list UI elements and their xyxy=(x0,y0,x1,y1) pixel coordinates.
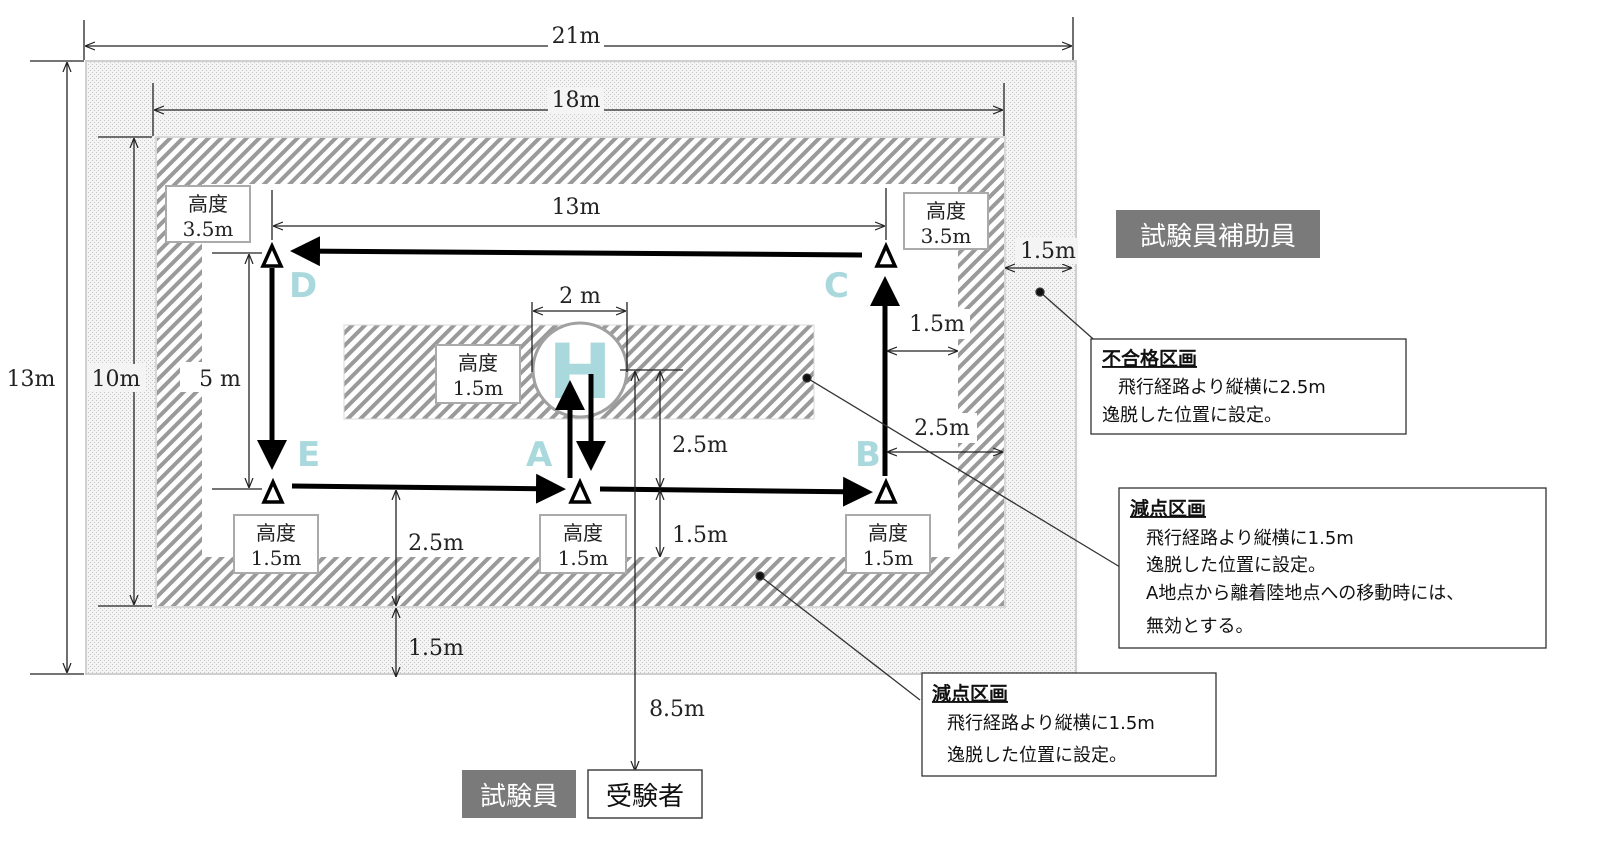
cone-e-icon xyxy=(261,477,285,504)
dim-inner-to-outer-bottom: 1.5m xyxy=(408,636,464,661)
svg-text:飛行経路より縦横に2.5m: 飛行経路より縦横に2.5m xyxy=(1118,377,1326,398)
svg-text:逸脱した位置に設定。: 逸脱した位置に設定。 xyxy=(1102,405,1282,426)
svg-text:高度: 高度 xyxy=(926,199,966,223)
svg-text:1.5m: 1.5m xyxy=(863,546,914,570)
flight-path xyxy=(257,236,900,507)
examinee-label: 受験者 xyxy=(587,769,703,819)
dim-examiner-distance: 8.5m xyxy=(649,697,705,722)
svg-text:減点区画: 減点区画 xyxy=(932,682,1008,705)
path-e-to-a xyxy=(291,473,566,504)
dim-helipad-width: 2 m xyxy=(559,284,601,309)
dim-right-b-offset: 2.5m xyxy=(914,416,970,441)
svg-text:飛行経路より縦横に1.5m: 飛行経路より縦横に1.5m xyxy=(947,713,1155,734)
svg-text:3.5m: 3.5m xyxy=(921,224,972,248)
altitude-box-h: 高度 1.5m xyxy=(435,344,521,404)
dim-outer-height: 13m xyxy=(7,367,56,392)
altitude-box-b: 高度 1.5m xyxy=(845,514,931,574)
dim-right-c-offset: 1.5m xyxy=(909,312,965,337)
svg-text:1.5m: 1.5m xyxy=(453,376,504,400)
svg-text:高度: 高度 xyxy=(563,521,603,545)
point-label-c: C xyxy=(824,266,849,306)
dim-outer-width: 21m xyxy=(552,24,601,49)
note-fail-zone: 不合格区画 飛行経路より縦横に2.5m 逸脱した位置に設定。 xyxy=(1090,338,1407,435)
svg-text:3.5m: 3.5m xyxy=(183,217,234,241)
dim-center-to-route: 2.5m xyxy=(672,433,728,458)
cones xyxy=(260,241,898,504)
point-label-b: B xyxy=(855,435,881,475)
svg-text:無効とする。: 無効とする。 xyxy=(1146,616,1253,637)
path-c-to-d xyxy=(290,236,863,267)
altitude-box-c: 高度 3.5m xyxy=(903,192,989,250)
helipad-letter: H xyxy=(548,327,612,416)
path-a-to-b xyxy=(599,476,873,507)
svg-text:不合格区画: 不合格区画 xyxy=(1102,347,1197,370)
svg-text:高度: 高度 xyxy=(256,521,296,545)
svg-text:減点区画: 減点区画 xyxy=(1130,497,1206,520)
dim-route-to-zone: 1.5m xyxy=(672,523,728,548)
assistant-label: 試験員補助員 xyxy=(1116,210,1320,258)
svg-text:逸脱した位置に設定。: 逸脱した位置に設定。 xyxy=(1146,555,1326,576)
dim-route-width: 13m xyxy=(552,195,601,220)
note-deduction-zone-2: 減点区画 飛行経路より縦横に1.5m 逸脱した位置に設定。 xyxy=(921,672,1217,777)
leader-lines xyxy=(755,287,1121,701)
cone-c-icon xyxy=(874,241,898,268)
svg-text:飛行経路より縦横に1.5m: 飛行経路より縦横に1.5m xyxy=(1146,528,1354,549)
svg-text:高度: 高度 xyxy=(188,192,228,216)
svg-text:1.5m: 1.5m xyxy=(251,546,302,570)
svg-text:高度: 高度 xyxy=(868,521,908,545)
note-deduction-zone-1: 減点区画 飛行経路より縦横に1.5m 逸脱した位置に設定。 A地点から離着陸地点… xyxy=(1118,487,1547,649)
point-label-e: E xyxy=(297,435,320,475)
dim-right-margin-top: 1.5m xyxy=(1020,239,1076,264)
dim-route-to-inner-bottom: 2.5m xyxy=(408,531,464,556)
dim-route-height: 5 m xyxy=(199,367,241,392)
altitude-box-d: 高度 3.5m xyxy=(165,185,251,243)
svg-text:試験員補助員: 試験員補助員 xyxy=(1140,222,1296,252)
dim-inner-height: 10m xyxy=(92,367,141,392)
svg-text:試験員: 試験員 xyxy=(480,782,558,812)
dimension-lines xyxy=(30,17,1074,770)
svg-text:受験者: 受験者 xyxy=(606,782,684,812)
svg-text:A地点から離着陸地点への移動時には、: A地点から離着陸地点への移動時には、 xyxy=(1146,583,1464,604)
svg-text:逸脱した位置に設定。: 逸脱した位置に設定。 xyxy=(947,745,1127,766)
examiner-label: 試験員 xyxy=(462,770,576,818)
svg-text:高度: 高度 xyxy=(458,351,498,375)
point-label-d: D xyxy=(289,266,317,306)
cone-b-icon xyxy=(874,477,898,504)
svg-text:1.5m: 1.5m xyxy=(558,546,609,570)
cone-d-icon xyxy=(260,241,284,268)
altitude-box-e: 高度 1.5m xyxy=(233,514,319,574)
point-label-a: A xyxy=(526,435,553,475)
cone-a-icon xyxy=(568,477,592,504)
altitude-box-a: 高度 1.5m xyxy=(539,514,627,574)
dim-inner-width: 18m xyxy=(552,88,601,113)
